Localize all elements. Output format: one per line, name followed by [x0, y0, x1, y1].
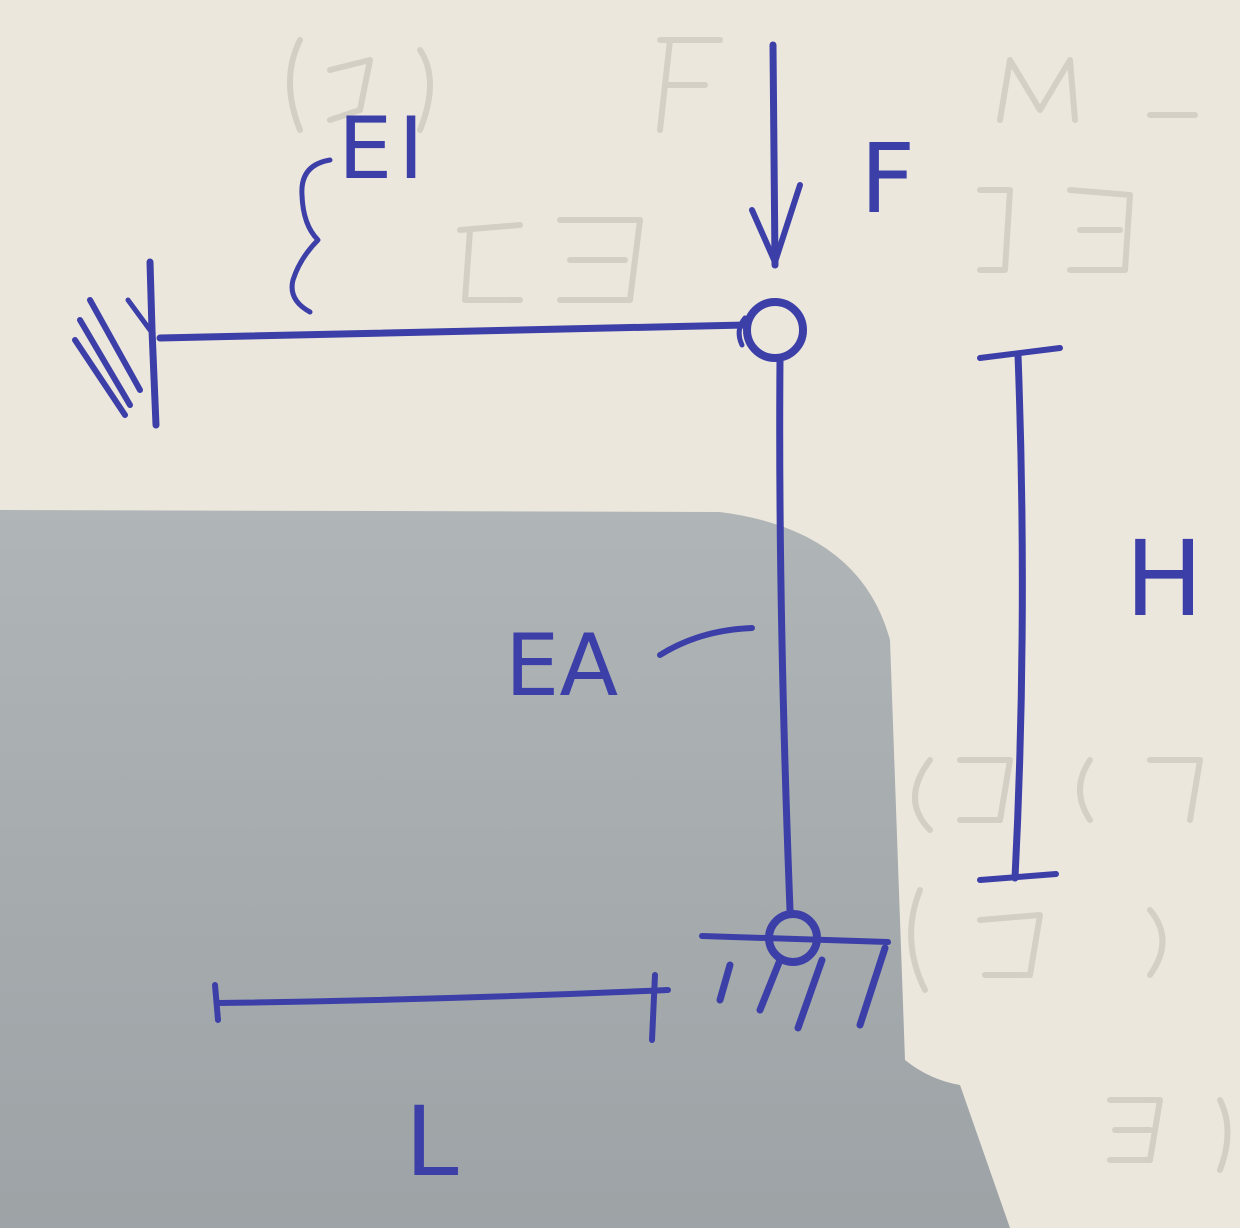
- hinge-icon: [736, 298, 807, 362]
- ea-leader-line: [657, 625, 755, 658]
- bar-ea: [776, 356, 794, 914]
- label-f: F: [860, 123, 915, 235]
- beam-ei: [156, 321, 749, 342]
- label-ea: EA: [505, 616, 618, 716]
- label-h: H: [1125, 518, 1203, 640]
- label-l: L: [405, 1086, 458, 1198]
- ghost-writing: [287, 37, 1231, 1173]
- label-ei: EI: [338, 99, 430, 199]
- down-arrow-icon: [749, 41, 803, 269]
- fixed-wall-support-icon: [72, 258, 160, 429]
- shadow-region: [0, 510, 1010, 1228]
- ei-leader-brace: [289, 157, 333, 315]
- pinned-support-icon: [699, 910, 891, 1032]
- height-dimension: [977, 345, 1063, 883]
- length-dimension: [212, 972, 671, 1043]
